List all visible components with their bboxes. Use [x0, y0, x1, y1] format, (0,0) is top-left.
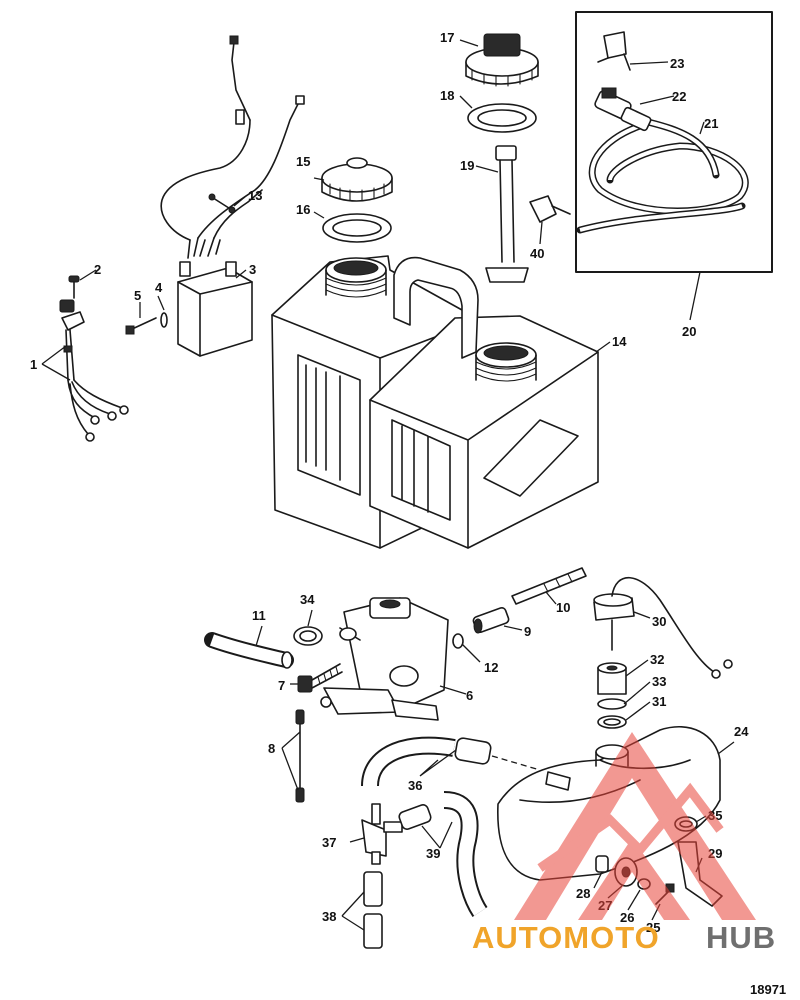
callout-3: 3 — [249, 262, 256, 277]
callout-1: 1 — [30, 357, 37, 372]
callout-34: 34 — [300, 592, 315, 607]
part-32-grommet[interactable] — [597, 662, 627, 695]
watermark-triangle-icon — [514, 732, 756, 920]
callout-28: 28 — [576, 886, 590, 901]
figure-number: 18971 — [750, 982, 786, 997]
callout-15: 15 — [296, 154, 310, 169]
part-36-hose[interactable] — [361, 736, 541, 787]
part-3-switch-box[interactable] — [160, 35, 305, 357]
callout-26: 26 — [620, 910, 634, 925]
callout-32: 32 — [650, 652, 664, 667]
part-28-plug[interactable] — [595, 855, 609, 873]
watermark-text: AUTOMOTO HUB — [472, 920, 776, 955]
callout-14: 14 — [612, 334, 627, 349]
part-30-sender[interactable] — [593, 576, 733, 679]
callout-25: 25 — [646, 920, 660, 935]
watermark-brand-part2: HUB — [706, 920, 776, 955]
part-23-clip[interactable] — [597, 31, 631, 71]
part-12-o-ring[interactable] — [452, 633, 464, 649]
part-20-hose-kit[interactable] — [575, 11, 773, 273]
callout-39: 39 — [426, 846, 440, 861]
callout-33: 33 — [652, 674, 666, 689]
part-9-fitting[interactable] — [472, 606, 510, 634]
part-14-fuel-tank[interactable] — [271, 255, 599, 549]
part-4-washer[interactable] — [160, 312, 168, 328]
callout-40: 40 — [530, 246, 544, 261]
callout-24: 24 — [734, 724, 749, 739]
callout-20: 20 — [682, 324, 696, 339]
callout-6: 6 — [466, 688, 473, 703]
callout-8: 8 — [268, 741, 275, 756]
callout-17: 17 — [440, 30, 454, 45]
part-1-wiring-harness[interactable] — [59, 299, 129, 442]
callout-23: 23 — [670, 56, 684, 71]
callout-38: 38 — [322, 909, 336, 924]
watermark-brand-part1: AUTOMOTO — [472, 920, 660, 955]
part-15-tank-cap[interactable] — [321, 157, 393, 202]
part-8-link-rod[interactable] — [295, 709, 305, 803]
callout-9: 9 — [524, 624, 531, 639]
part-38-hose-section[interactable] — [363, 871, 383, 949]
part-37-tee-fitting[interactable] — [361, 803, 403, 865]
callout-36: 36 — [408, 778, 422, 793]
part-5-bolt[interactable] — [125, 317, 157, 335]
callout-4: 4 — [155, 280, 163, 295]
part-39-hose[interactable] — [398, 791, 488, 917]
leader-lines — [41, 39, 735, 931]
callout-31: 31 — [652, 694, 666, 709]
callout-16: 16 — [296, 202, 310, 217]
part-19-pickup-tube[interactable] — [485, 145, 529, 283]
part-17-gauge-cap[interactable] — [465, 33, 539, 87]
part-6-oil-pump[interactable] — [320, 597, 449, 721]
part-13-terminal[interactable] — [208, 193, 236, 214]
watermark-logo — [514, 732, 756, 920]
part-31-gasket[interactable] — [597, 715, 627, 729]
part-10-shaft[interactable] — [511, 567, 587, 605]
part-21-fuel-hose[interactable] — [576, 118, 749, 234]
callout-10: 10 — [556, 600, 570, 615]
part-34-clamp[interactable] — [293, 626, 323, 646]
callout-19: 19 — [460, 158, 474, 173]
callout-22: 22 — [672, 89, 686, 104]
part-18-gasket[interactable] — [467, 103, 537, 133]
callout-11: 11 — [252, 608, 266, 623]
callout-7: 7 — [278, 678, 285, 693]
callout-2: 2 — [94, 262, 101, 277]
callout-12: 12 — [484, 660, 498, 675]
callout-37: 37 — [322, 835, 336, 850]
part-11-hose[interactable] — [204, 632, 294, 669]
callout-21: 21 — [704, 116, 718, 131]
callout-30: 30 — [652, 614, 666, 629]
part-40-fitting[interactable] — [529, 195, 571, 223]
callout-5: 5 — [134, 288, 141, 303]
part-33-seal[interactable] — [597, 698, 627, 710]
part-16-gasket[interactable] — [322, 213, 392, 243]
callout-18: 18 — [440, 88, 454, 103]
callout-13: 13 — [248, 188, 262, 203]
part-2-screw[interactable] — [68, 275, 80, 299]
part-22-connector[interactable] — [594, 87, 652, 132]
